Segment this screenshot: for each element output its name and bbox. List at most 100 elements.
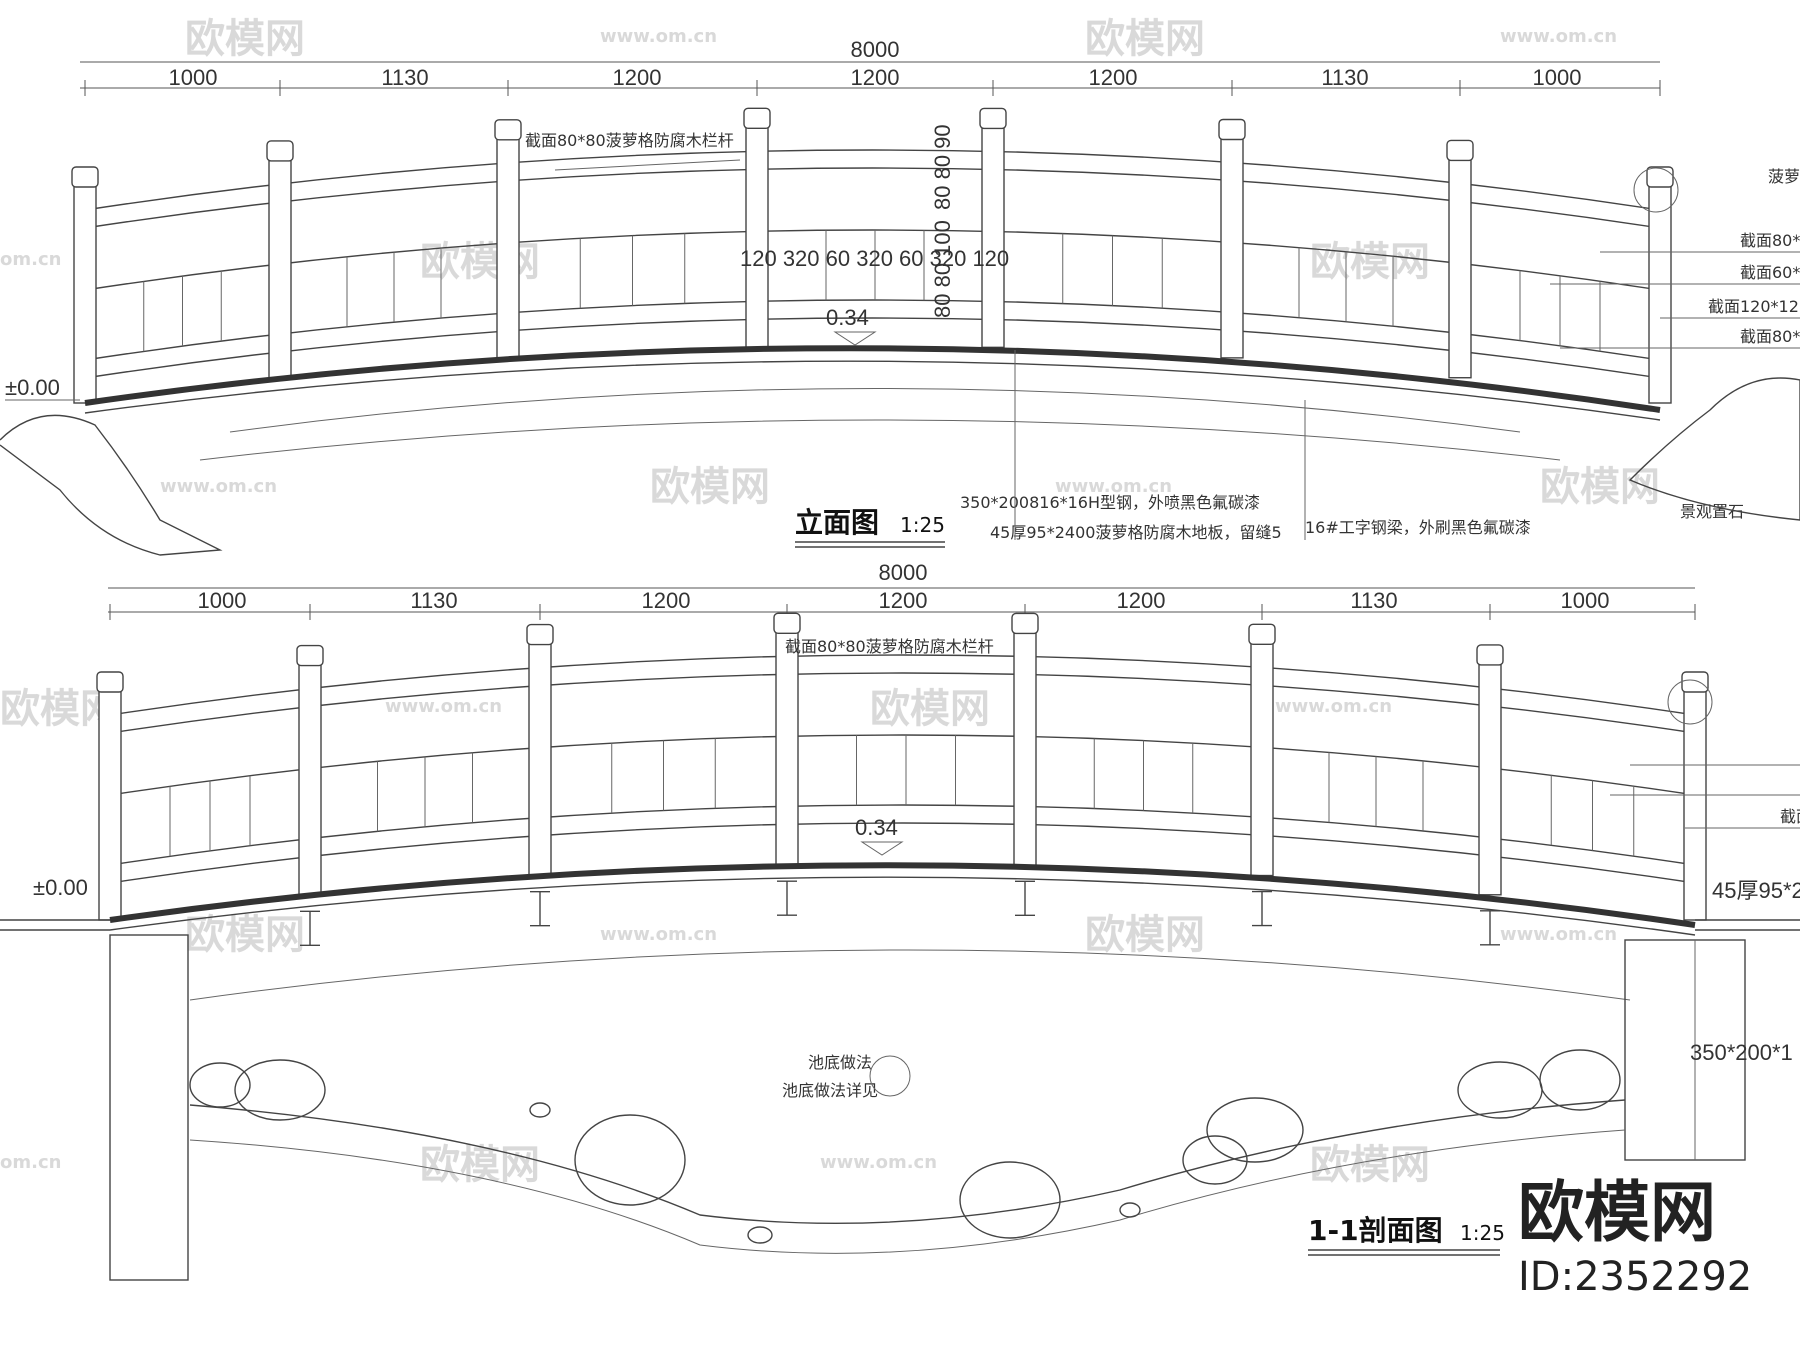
- landscape-rock: [574, 1114, 686, 1206]
- span-dim-1: 1000: [198, 588, 247, 613]
- landscape-rock: [1119, 1202, 1141, 1218]
- right-note-1: 菠萝: [1768, 167, 1800, 186]
- railing-post: [1250, 641, 1274, 877]
- span-dim-7: 1000: [1561, 588, 1610, 613]
- elevation-scale: 1:25: [900, 513, 945, 537]
- railing-post: [1683, 689, 1707, 921]
- landscape-rock: [1206, 1097, 1304, 1163]
- deck-underside: [84, 360, 1661, 421]
- railing-post: [745, 125, 769, 348]
- landscape-rock: [959, 1161, 1061, 1239]
- railing-post: [496, 137, 520, 359]
- post-cap: [1681, 671, 1709, 693]
- post-cap: [979, 107, 1007, 130]
- post-cap: [526, 623, 554, 646]
- watermark-url: om.cn: [0, 249, 61, 270]
- vertical-dims: 80 80 90: [930, 124, 955, 210]
- post-cap: [266, 140, 294, 162]
- rail-note: 截面80*80菠萝格防腐木栏杆: [785, 637, 994, 656]
- watermark-url: www.om.cn: [1275, 696, 1392, 717]
- pond-note-2: 池底做法详见: [782, 1081, 878, 1100]
- railing-post: [775, 630, 799, 866]
- landscape-rock: [529, 1102, 551, 1118]
- post-cap: [1011, 612, 1039, 635]
- span-dim-4: 1200: [879, 588, 928, 613]
- rail-bar: [109, 672, 1696, 734]
- section-title: 1-1剖面图: [1308, 1214, 1443, 1247]
- rail-note: 截面80*80菠萝格防腐木栏杆: [525, 131, 734, 150]
- watermark-url: www.om.cn: [385, 696, 502, 717]
- span-dim-7: 1000: [1533, 65, 1582, 90]
- post-cap: [296, 644, 324, 667]
- right-note-3: 350*200*1: [1690, 1040, 1793, 1065]
- post-cap: [1218, 118, 1246, 141]
- landscape-rocks: [189, 1049, 1621, 1244]
- detail-circle: [1633, 167, 1679, 213]
- rail-bar: [109, 804, 1696, 866]
- beam-bottom-line: [199, 419, 1561, 461]
- post-cap: [96, 671, 124, 693]
- span-dim-6: 1130: [1321, 65, 1368, 90]
- watermark-url: om.cn: [0, 1152, 61, 1173]
- baluster-spacing-dims: 120 320 60 320 60 320 120: [740, 246, 1009, 271]
- plank-note: 45厚95*2400菠萝格防腐木地板，留缝5: [990, 523, 1282, 542]
- post-cap: [743, 107, 771, 129]
- crown-level-marker: [833, 331, 877, 346]
- watermark-brand: 欧模网: [1085, 912, 1205, 958]
- rock-right: [1628, 377, 1800, 521]
- landscape-rock: [1457, 1061, 1543, 1119]
- post-cap: [71, 166, 99, 188]
- rail-bar: [109, 734, 1696, 796]
- crown-level-marker: [860, 841, 904, 856]
- crown-level-text: 0.34: [826, 305, 869, 330]
- span-dim-2: 1130: [381, 65, 428, 90]
- post-cap: [1646, 166, 1674, 188]
- deck-planks: [84, 345, 1661, 413]
- rail-bar: [109, 654, 1696, 716]
- railing-post: [1648, 184, 1672, 404]
- rail-note-leader: [554, 159, 741, 171]
- railing-post: [1478, 662, 1502, 896]
- watermark-brand: 欧模网: [420, 239, 540, 285]
- watermark-brand: 欧模网: [870, 686, 990, 732]
- watermark-brand: 欧模网: [1310, 239, 1430, 285]
- span-dim-3: 1200: [642, 588, 691, 613]
- right-note-1: 截面: [1780, 807, 1800, 826]
- rail-bar: [84, 229, 1661, 291]
- level-zero-text: ±0.00: [5, 375, 60, 400]
- watermark-brand: 欧模网: [185, 912, 305, 958]
- watermark-layer: 欧模网 www.om.cn 欧模网 www.om.cn om.cn 欧模网 欧模…: [0, 16, 1660, 1188]
- rail-bar: [84, 167, 1661, 229]
- landscape-rock: [234, 1059, 326, 1121]
- beam-note: 16#工字钢梁，外刷黑色氟碳漆: [1305, 518, 1531, 537]
- watermark-brand: 欧模网: [1310, 1142, 1430, 1188]
- deck-underside: [109, 876, 1696, 936]
- railing-post: [1220, 136, 1244, 359]
- section-view: 8000 1000 1130 1200 1200 1200 1130 1000 …: [0, 560, 1800, 1281]
- watermark-brand: 欧模网: [1540, 464, 1660, 510]
- post-cap: [773, 612, 801, 634]
- rail-bar: [109, 822, 1696, 884]
- post-cap: [494, 119, 522, 141]
- steel-beam-line: [229, 388, 1521, 433]
- section-scale: 1:25: [1460, 1221, 1505, 1245]
- level-zero-text: ±0.00: [33, 875, 88, 900]
- span-dim-6: 1130: [1350, 588, 1397, 613]
- i-beams: [300, 880, 1500, 947]
- overall-dim-text: 8000: [879, 560, 928, 585]
- watermark-brand: 欧模网: [650, 464, 770, 510]
- railing-post: [98, 689, 122, 921]
- railing-rails: [109, 654, 1696, 884]
- right-note-5: 截面80*: [1740, 327, 1800, 346]
- brand-logo-text: 欧模网: [1518, 1174, 1716, 1251]
- span-dim-5: 1200: [1117, 588, 1166, 613]
- rock-note: 景观置石: [1680, 502, 1744, 521]
- watermark-url: www.om.cn: [820, 1152, 937, 1173]
- landscape-rock: [189, 1062, 251, 1108]
- post-cap: [1446, 139, 1474, 162]
- rail-bar: [84, 299, 1661, 361]
- railing-post: [1013, 630, 1037, 867]
- railing-post: [298, 662, 322, 897]
- watermark-url: www.om.cn: [1055, 476, 1172, 497]
